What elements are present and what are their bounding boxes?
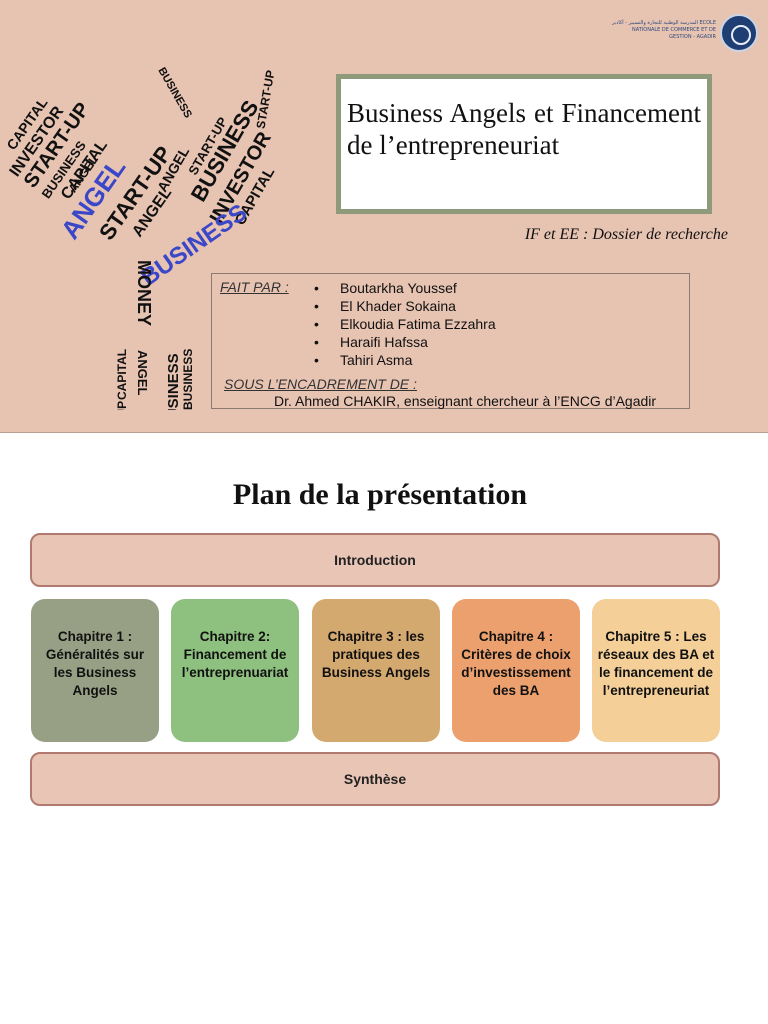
title-slide: START-UP BUSINESS INVESTOR CAPITAL ANGEL… — [0, 0, 768, 433]
fait-par-label: FAIT PAR : — [220, 279, 289, 295]
author-item: Tahiri Asma — [314, 351, 496, 369]
school-emblem-icon — [720, 14, 758, 52]
business-angel-wordcloud: START-UP BUSINESS INVESTOR CAPITAL ANGEL… — [8, 66, 278, 411]
wordcloud-word: BUSINESS — [165, 353, 182, 410]
chapter-4-box: Chapitre 4 : Critères de choix d’investi… — [452, 599, 580, 742]
supervision-label: SOUS L’ENCADREMENT DE : — [224, 376, 417, 392]
wordcloud-word: BUSINESS — [181, 349, 195, 410]
wordcloud-word: MONEY — [134, 260, 154, 326]
chapter-5-box: Chapitre 5 : Les réseaux des BA et le fi… — [592, 599, 720, 742]
author-list: Boutarkha Youssef El Khader Sokaina Elko… — [314, 279, 496, 369]
authors-box: FAIT PAR : Boutarkha Youssef El Khader S… — [211, 273, 690, 409]
author-item: El Khader Sokaina — [314, 297, 496, 315]
chapter-3-box: Chapitre 3 : les pratiques des Business … — [312, 599, 440, 742]
supervisor-name: Dr. Ahmed CHAKIR, enseignant chercheur à… — [274, 393, 657, 409]
author-item: Boutarkha Youssef — [314, 279, 496, 297]
wordcloud-word: CAPITAL — [115, 349, 129, 400]
wordcloud-word: START-UP — [115, 401, 129, 410]
school-logo-text: المدرسة الوطنية للتجارة والتسيير - أكادي… — [612, 20, 716, 40]
wordcloud-word: ANGEL — [135, 350, 150, 396]
presentation-subtitle: IF et EE : Dossier de recherche — [524, 226, 728, 243]
presentation-title: Business Angels et Financement de l’entr… — [347, 98, 701, 160]
author-item: Elkoudia Fatima Ezzahra — [314, 315, 496, 333]
title-box: Business Angels et Financement de l’entr… — [336, 74, 712, 214]
chapter-2-box: Chapitre 2: Financement de l’entreprenua… — [171, 599, 299, 742]
wordcloud-word: BUSINESS — [155, 66, 194, 121]
wordcloud-word: START-UP — [253, 69, 277, 130]
author-item: Haraifi Hafssa — [314, 333, 496, 351]
synthese-box: Synthèse — [30, 752, 720, 806]
chapter-1-box: Chapitre 1 : Généralités sur les Busines… — [31, 599, 159, 742]
plan-title: Plan de la présentation — [232, 478, 528, 511]
introduction-box: Introduction — [30, 533, 720, 587]
school-logo: المدرسة الوطنية للتجارة والتسيير - أكادي… — [612, 14, 758, 54]
